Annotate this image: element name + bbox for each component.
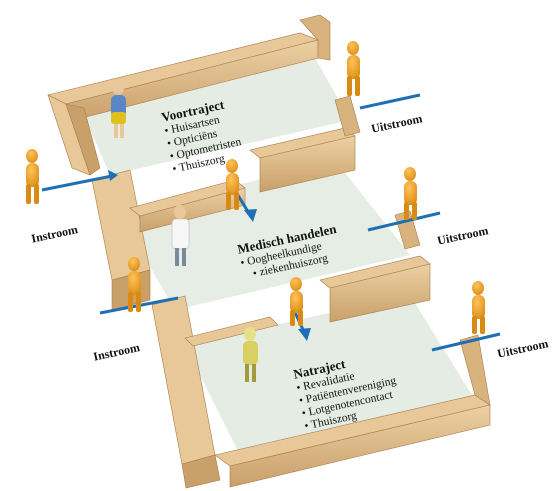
- arrow-uitstroom-3: [431, 332, 501, 352]
- wall-lower-top: [184, 316, 279, 347]
- arrow-instroom-1: [41, 174, 113, 192]
- flow-arrows: [41, 93, 501, 352]
- wall-left-upper-face: [65, 103, 101, 176]
- arrow-natraject-in-head: [298, 328, 311, 341]
- walking-figures: [26, 41, 485, 382]
- figure-natraject-entering: [290, 277, 303, 326]
- figure-doctor-voortraject: [111, 81, 126, 138]
- figure-uitstroom-3: [472, 281, 485, 334]
- arrow-uitstroom-2: [367, 211, 441, 232]
- wall-left-lower-face: [181, 454, 221, 489]
- arrow-instroom-1-head: [108, 170, 118, 181]
- arrow-uitstroom-1: [359, 93, 421, 110]
- wall-right-lower-post: [459, 334, 491, 406]
- wall-divider-1-stem: [334, 95, 361, 137]
- floor-voortraject: [75, 40, 350, 175]
- figure-doctor-white-coat: [171, 205, 190, 266]
- arrow-medisch-in-head: [244, 209, 257, 222]
- wall-bottom-face: [229, 404, 491, 488]
- wall-divider-2-face: [329, 263, 431, 323]
- figure-uitstroom-2: [404, 167, 417, 220]
- figure-instroom-1: [26, 149, 39, 204]
- figure-natraject-yellow: [243, 327, 258, 382]
- wall-top-right-post: [299, 14, 331, 61]
- figure-uitstroom-1: [347, 41, 360, 96]
- wall-divider-1-face: [259, 135, 356, 193]
- figure-instroom-2: [128, 257, 141, 312]
